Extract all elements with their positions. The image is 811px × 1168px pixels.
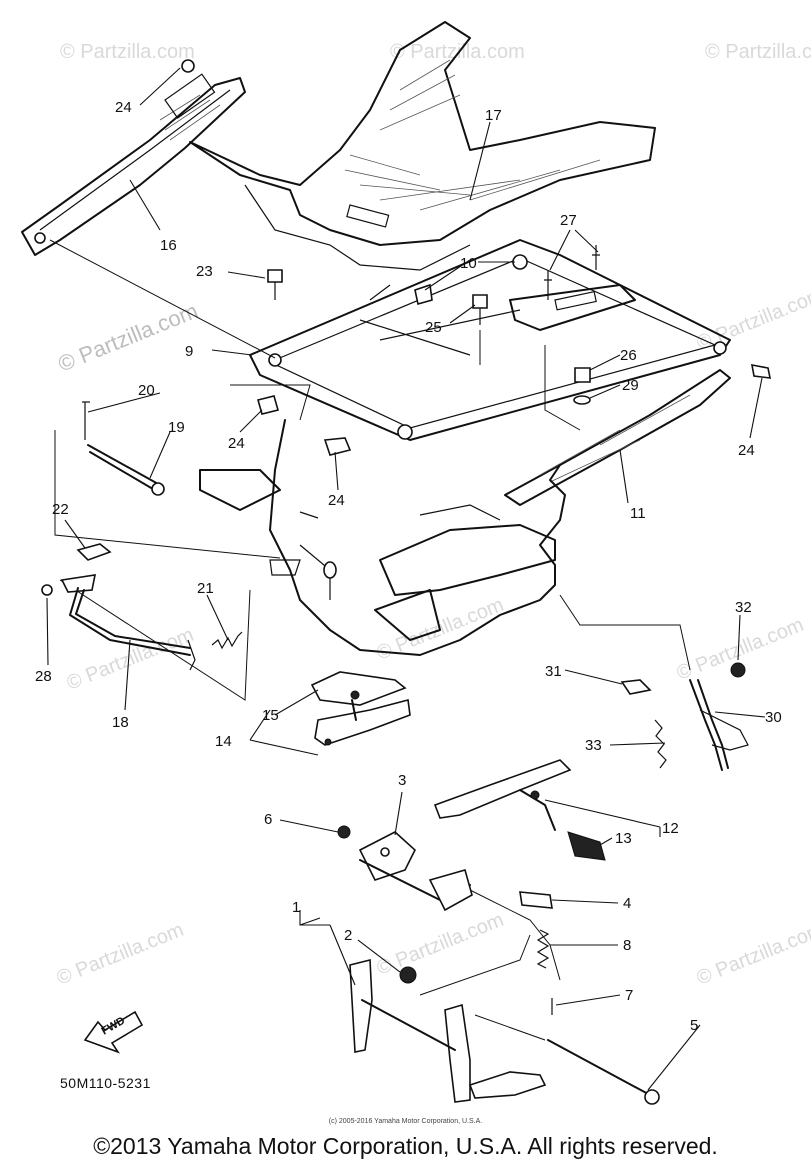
callout-21: 21 <box>197 580 214 597</box>
part-5-shaft <box>547 998 660 1105</box>
callout-3: 3 <box>398 772 406 789</box>
callout-28: 28 <box>35 668 52 685</box>
callout-13: 13 <box>615 830 632 847</box>
callout-12: 12 <box>662 820 679 837</box>
callout-22: 22 <box>52 501 69 518</box>
callout-33: 33 <box>585 737 602 754</box>
part-11-right-rail <box>504 284 731 506</box>
part-22-plate <box>76 543 112 561</box>
callout-11: 11 <box>630 505 646 522</box>
callout-17: 17 <box>485 107 502 124</box>
part-14-footrest-left <box>310 671 411 746</box>
lower-frame <box>199 419 566 656</box>
callout-30: 30 <box>765 709 782 726</box>
callout-32: 32 <box>735 599 752 616</box>
callout-8: 8 <box>623 937 631 954</box>
part-9-main-frame <box>249 239 731 441</box>
watermark: © Partzilla.com <box>390 41 525 63</box>
callout-26: 26 <box>620 347 637 364</box>
small-copyright: (c) 2005-2016 Yamaha Motor Corporation, … <box>328 1118 483 1125</box>
callout-24: 24 <box>115 99 132 116</box>
callout-29: 29 <box>622 377 639 394</box>
watermark: © Partzilla.com <box>694 284 811 355</box>
callout-14: 14 <box>215 733 232 750</box>
callout-5: 5 <box>690 1017 698 1034</box>
part-16-left-rail <box>21 59 246 256</box>
copyright-footer: ©2013 Yamaha Motor Corporation, U.S.A. A… <box>93 1133 718 1159</box>
watermark: © Partzilla.com <box>705 41 811 63</box>
part-19-shaft <box>82 401 165 496</box>
part-17-floor-cover <box>189 21 656 271</box>
callout-labels: 24 16 17 27 23 10 25 9 26 29 24 20 19 24… <box>35 99 782 1034</box>
callout-15: 15 <box>262 707 279 724</box>
watermark: © Partzilla.com <box>374 909 507 980</box>
callout-24: 24 <box>328 492 345 509</box>
callout-27: 27 <box>560 212 577 229</box>
callout-24: 24 <box>228 435 245 452</box>
callout-4: 4 <box>623 895 631 912</box>
part-3-bracket <box>337 825 473 912</box>
watermark: © Partzilla.com <box>55 298 202 377</box>
part-1-center-stand <box>349 958 547 1103</box>
part-21-spring <box>211 631 243 650</box>
part-8-spring <box>536 929 550 969</box>
part-4-bolt <box>519 891 553 909</box>
callout-1: 1 <box>292 899 300 916</box>
watermarks: © Partzilla.com © Partzilla.com © Partzi… <box>54 41 811 990</box>
callout-25: 25 <box>425 319 442 336</box>
watermark: © Partzilla.com <box>54 919 187 990</box>
callout-18: 18 <box>112 714 129 731</box>
part-12-footrest-right <box>433 759 606 861</box>
callout-16: 16 <box>160 237 177 254</box>
callout-19: 19 <box>168 419 185 436</box>
callout-9: 9 <box>185 343 193 360</box>
watermark: © Partzilla.com <box>64 624 197 695</box>
assembly-lines <box>49 239 691 1041</box>
callout-10: 10 <box>460 255 477 272</box>
fwd-arrow-icon: FWD <box>83 1010 144 1054</box>
watermark: © Partzilla.com <box>694 919 811 990</box>
watermark: © Partzilla.com <box>60 41 195 63</box>
diagram-code: 50M110-5231 <box>60 1075 151 1091</box>
callout-31: 31 <box>545 663 562 680</box>
callout-6: 6 <box>264 811 272 828</box>
leader-lines <box>46 67 766 1091</box>
callout-24: 24 <box>738 442 755 459</box>
callout-20: 20 <box>138 382 155 399</box>
part-30-side-stand <box>620 662 749 771</box>
hardware-top <box>257 245 772 456</box>
callout-2: 2 <box>344 927 352 944</box>
callout-7: 7 <box>625 987 633 1004</box>
part-18-pedal <box>41 574 196 671</box>
callout-23: 23 <box>196 263 213 280</box>
